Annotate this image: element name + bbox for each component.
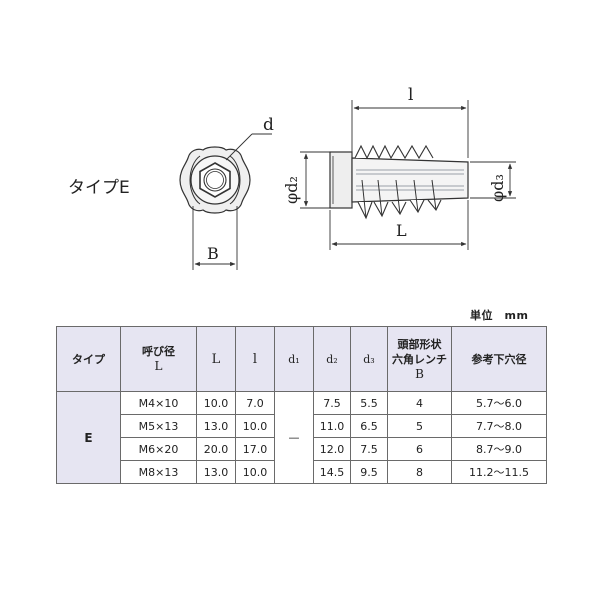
cell-l: 17.0 (235, 437, 275, 461)
cell-pilot: 8.7～9.0 (451, 437, 547, 461)
header-size-line2: L (154, 359, 163, 373)
header-d2: d₂ (313, 326, 351, 392)
cell-d3: 9.5 (350, 460, 388, 484)
d-leader (225, 133, 272, 161)
table-row: M6×20 20.0 17.0 12.0 7.5 6 8.7～9.0 (57, 437, 547, 461)
technical-drawing: タイプE d B (68, 85, 516, 270)
cell-pilot: 11.2～11.5 (451, 460, 547, 484)
label-l: l (408, 85, 413, 105)
cell-d3: 5.5 (350, 391, 388, 415)
cell-B: 6 (387, 437, 452, 461)
L-dimension (329, 200, 469, 250)
cell-size: M5×13 (120, 414, 197, 438)
header-pilot-hole: 参考下穴径 (451, 326, 547, 392)
cell-L: 10.0 (196, 391, 236, 415)
header-size: 呼び径 L (120, 326, 197, 392)
cell-B: 4 (387, 391, 452, 415)
cell-d3: 6.5 (350, 414, 388, 438)
cell-L: 20.0 (196, 437, 236, 461)
unit-label: 単位 mm (470, 309, 529, 322)
table-row: E M4×10 10.0 7.0 — 7.5 5.5 4 5.7～6.0 (56, 391, 547, 484)
label-phi-d3: φd₃ (488, 174, 507, 202)
d2-dimension (300, 151, 330, 209)
type-label: タイプE (68, 178, 130, 198)
cell-d2: 11.0 (313, 414, 351, 438)
cell-d3: 7.5 (350, 437, 388, 461)
table-row: M5×13 13.0 10.0 11.0 6.5 5 7.7～8.0 (57, 414, 547, 438)
l-dimension (351, 100, 469, 158)
cell-B: 8 (387, 460, 452, 484)
header-type: タイプ (56, 326, 121, 392)
type-cell: E (56, 391, 121, 484)
cell-size: M8×13 (120, 460, 197, 484)
cell-pilot: 5.7～6.0 (451, 391, 547, 415)
side-view (329, 144, 469, 220)
cell-size: M6×20 (120, 437, 197, 461)
cell-d2: 14.5 (313, 460, 351, 484)
end-view (179, 146, 251, 214)
table-header-row: タイプ 呼び径 L L l d₁ d₂ d₃ 頭部形状 六角レンチ B 参考下穴… (56, 326, 547, 392)
header-head-line3: B (415, 366, 424, 381)
cell-l: 10.0 (235, 414, 275, 438)
cell-L: 13.0 (196, 460, 236, 484)
header-head-shape: 頭部形状 六角レンチ B (387, 326, 452, 392)
cell-size: M4×10 (120, 391, 197, 415)
label-b: B (207, 244, 219, 263)
cell-pilot: 7.7～8.0 (451, 414, 547, 438)
header-L: L (196, 326, 236, 392)
d3-dimension (470, 161, 516, 199)
cell-l: 7.0 (235, 391, 275, 415)
cell-d2: 12.0 (313, 437, 351, 461)
cell-l: 10.0 (235, 460, 275, 484)
header-head-line1: 頭部形状 (397, 337, 442, 351)
header-head-line2: 六角レンチ (392, 352, 447, 366)
label-L: L (396, 221, 407, 240)
cell-d1: — (274, 391, 314, 484)
cell-B: 5 (387, 414, 452, 438)
table-row: M8×13 13.0 10.0 14.5 9.5 8 11.2～11.5 (57, 460, 547, 484)
header-d1: d₁ (274, 326, 314, 392)
label-d: d (263, 115, 274, 135)
cell-d2: 7.5 (313, 391, 351, 415)
header-l: l (235, 326, 275, 392)
label-phi-d2: φd₂ (282, 176, 301, 204)
header-d3: d₃ (350, 326, 388, 392)
spec-table: タイプ 呼び径 L L l d₁ d₂ d₃ 頭部形状 六角レンチ B 参考下穴… (56, 326, 547, 484)
b-dimension (192, 206, 238, 270)
cell-L: 13.0 (196, 414, 236, 438)
header-size-line1: 呼び径 (142, 345, 175, 358)
